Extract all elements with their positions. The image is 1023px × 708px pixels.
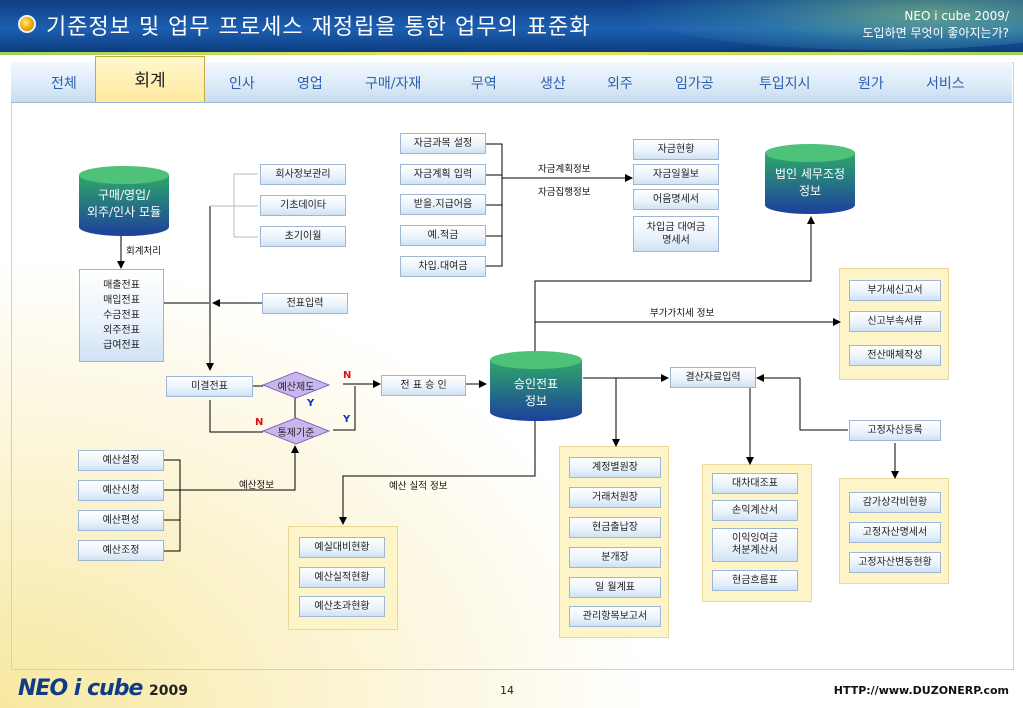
- tab-all[interactable]: 전체: [51, 76, 77, 92]
- tab-input-order[interactable]: 투입지시: [759, 76, 811, 92]
- budget-compile-box[interactable]: 예산편성: [78, 510, 164, 531]
- company-info-box[interactable]: 회사정보관리: [260, 164, 346, 185]
- budget-control-label: 예산제도: [277, 382, 315, 393]
- voucher-types-box[interactable]: 매출전표 매입전표 수금전표 외주전표 급여전표: [79, 269, 164, 362]
- unapproved-voucher-box[interactable]: 미결전표: [166, 376, 253, 397]
- tab-accounting[interactable]: 회계: [95, 56, 205, 102]
- tax-database-icon: 법인 세무조정 정보: [764, 143, 856, 215]
- retained-earnings-box[interactable]: 이익잉여금 처분계산서: [712, 528, 798, 562]
- tab-outsourcing[interactable]: 외주: [607, 76, 633, 92]
- settlement-input-box[interactable]: 결산자료입력: [670, 367, 756, 388]
- budget-info-label: 예산정보: [239, 480, 274, 491]
- management-report-box[interactable]: 관리항목보고서: [569, 606, 661, 627]
- budget-actual-label: 예산 실적 정보: [389, 481, 448, 492]
- title-bullet-icon: [18, 15, 36, 33]
- vendor-ledger-box[interactable]: 거래처원장: [569, 487, 661, 508]
- tab-trade[interactable]: 무역: [471, 76, 497, 92]
- vat-return-box[interactable]: 부가세신고서: [849, 280, 941, 301]
- fixed-asset-statement-box[interactable]: 고정자산명세서: [849, 522, 941, 543]
- footer-logo-year: 2009: [149, 683, 189, 699]
- depreciation-box[interactable]: 감가상각비현황: [849, 492, 941, 513]
- fixed-asset-register-box[interactable]: 고정자산등록: [849, 420, 941, 441]
- tab-production[interactable]: 생산: [540, 76, 566, 92]
- voucher-input-box[interactable]: 전표입력: [262, 293, 348, 314]
- tab-hr[interactable]: 인사: [229, 76, 255, 92]
- fixed-asset-changes-box[interactable]: 고정자산변동현황: [849, 552, 941, 573]
- brand-caption: NEO i cube 2009/ 도입하면 무엇이 좋아지는가?: [863, 8, 1009, 42]
- footer-logo-text: NEO i cube: [18, 676, 143, 701]
- header-accent-line: [0, 52, 1023, 55]
- tab-leasing[interactable]: 임가공: [675, 76, 714, 92]
- brand-caption-line2: 도입하면 무엇이 좋아지는가?: [862, 26, 1009, 40]
- initial-carryover-box[interactable]: 초기이월: [260, 226, 346, 247]
- attached-docs-box[interactable]: 신고부속서류: [849, 311, 941, 332]
- fund-daily-monthly-box[interactable]: 자금일월보: [633, 164, 719, 185]
- tab-service[interactable]: 서비스: [926, 76, 965, 92]
- footer-url[interactable]: HTTP://www.DUZONERP.com: [833, 684, 1009, 697]
- brand-caption-line1: NEO i cube 2009/: [904, 9, 1009, 23]
- cashbook-box[interactable]: 현금출납장: [569, 517, 661, 538]
- budget-no-mark: N: [343, 370, 352, 381]
- page-title: 기준정보 및 업무 프로세스 재정립을 통한 업무의 표준화: [46, 15, 591, 40]
- tab-cost[interactable]: 원가: [858, 76, 884, 92]
- balance-sheet-box[interactable]: 대차대조표: [712, 473, 798, 494]
- cash-flow-box[interactable]: 현금흐름표: [712, 570, 798, 591]
- loans-box[interactable]: 차입.대여금: [400, 256, 486, 277]
- budget-performance-box[interactable]: 예산실적현황: [299, 567, 385, 588]
- modules-database-label: 구매/영업/ 외주/인사 모듈: [86, 188, 162, 219]
- deposits-box[interactable]: 예.적금: [400, 225, 486, 246]
- fund-plan-info-label: 자금계획정보: [538, 164, 591, 175]
- fund-plan-input-box[interactable]: 자금계획 입력: [400, 164, 486, 185]
- control-no-mark: N: [255, 417, 264, 428]
- modules-database-icon: 구매/영업/ 외주/인사 모듈: [78, 165, 170, 237]
- account-ledger-box[interactable]: 계정별원장: [569, 457, 661, 478]
- footer-logo: NEO i cube 2009: [18, 676, 188, 701]
- approved-voucher-database-icon: 승인전표 정보: [489, 350, 583, 422]
- budget-adjust-box[interactable]: 예산조정: [78, 540, 164, 561]
- fund-account-setup-box[interactable]: 자금과목 설정: [400, 133, 486, 154]
- header-bar: 기준정보 및 업무 프로세스 재정립을 통한 업무의 표준화 NEO i cub…: [0, 0, 1023, 52]
- budget-vs-actual-box[interactable]: 예실대비현황: [299, 537, 385, 558]
- base-data-box[interactable]: 기초데이타: [260, 195, 346, 216]
- journal-box[interactable]: 분개장: [569, 547, 661, 568]
- e-filing-box[interactable]: 전산매체작성: [849, 345, 941, 366]
- budget-overrun-box[interactable]: 예산초과현황: [299, 596, 385, 617]
- control-yes-mark: Y: [343, 414, 351, 425]
- tax-database-label: 법인 세무조정 정보: [774, 167, 846, 198]
- budget-setup-box[interactable]: 예산설정: [78, 450, 164, 471]
- vat-info-label: 부가가치세 정보: [650, 308, 715, 319]
- voucher-approval-box[interactable]: 전 표 승 인: [381, 375, 466, 396]
- tab-sales[interactable]: 영업: [297, 76, 323, 92]
- loan-statement-box[interactable]: 차입금 대여금 명세서: [633, 216, 719, 252]
- income-statement-box[interactable]: 손익계산서: [712, 500, 798, 521]
- control-basis-label: 통제기준: [277, 428, 315, 439]
- notes-box[interactable]: 받을.지급어음: [400, 194, 486, 215]
- daily-monthly-summary-box[interactable]: 일 월계표: [569, 577, 661, 598]
- budget-request-box[interactable]: 예산신청: [78, 480, 164, 501]
- budget-yes-mark: Y: [307, 398, 315, 409]
- page-number: 14: [500, 684, 514, 697]
- control-basis-diamond: [261, 417, 331, 445]
- approved-voucher-database-label: 승인전표 정보: [513, 377, 559, 408]
- tab-purchase[interactable]: 구매/자재: [365, 76, 422, 92]
- budget-control-diamond: [261, 371, 331, 399]
- accounting-process-label: 회계처리: [126, 246, 161, 257]
- notes-statement-box[interactable]: 어음명세서: [633, 189, 719, 210]
- fund-status-box[interactable]: 자금현황: [633, 139, 719, 160]
- fund-exec-info-label: 자금집행정보: [538, 187, 591, 198]
